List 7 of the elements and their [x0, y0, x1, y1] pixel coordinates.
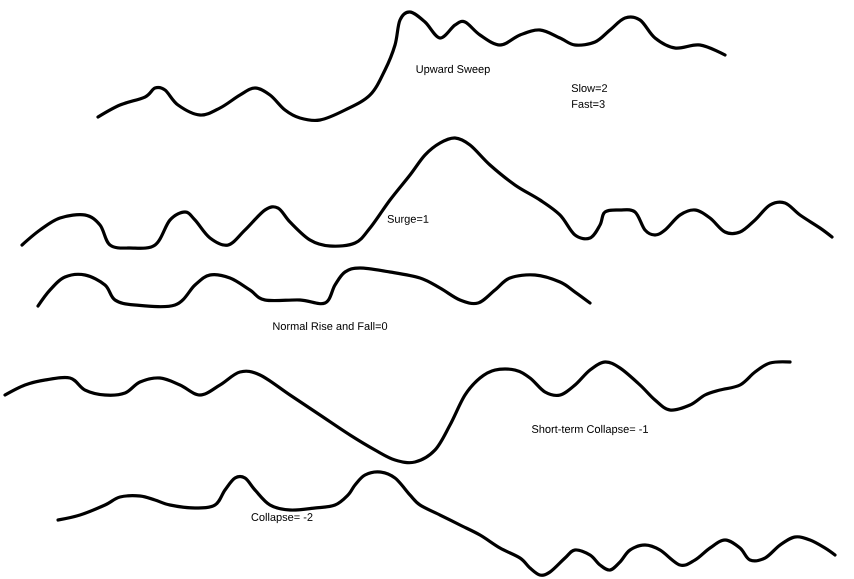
- curve-label: Surge=1: [388, 215, 428, 225]
- curve-label: Fast=3: [572, 100, 605, 108]
- curve-label: Normal Rise and Fall=0: [273, 322, 388, 330]
- curve-label: Slow=2: [572, 84, 608, 92]
- curve-label: Short-term Collapse= -1: [532, 424, 648, 436]
- curve-label: Collapse= -2: [252, 512, 312, 524]
- curve-label: Upward Sweep: [416, 64, 490, 76]
